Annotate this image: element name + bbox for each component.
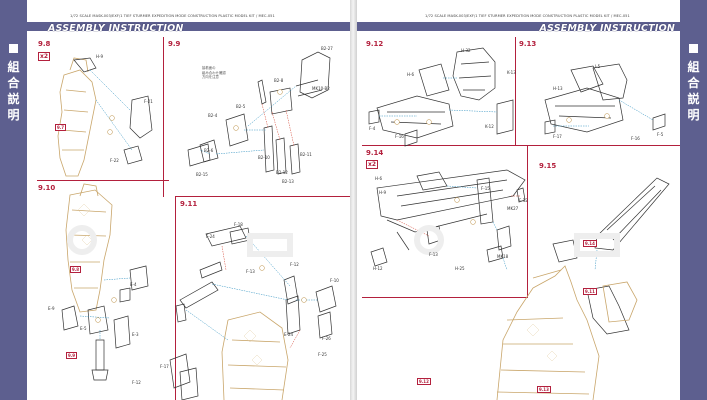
- step-label-9-13: 9.13: [519, 40, 537, 48]
- part-label: F-13: [246, 269, 255, 274]
- reference-tag: 9.14: [583, 240, 597, 247]
- tab-char: 合: [7, 76, 20, 90]
- tab-char: 説: [7, 92, 20, 106]
- side-tab-right: 組 合 説 明: [680, 0, 707, 400]
- step-label-9-9: 9.9: [168, 40, 181, 48]
- step-divider: [527, 145, 528, 297]
- count-badge: x2: [38, 52, 51, 61]
- part-label: E-9: [48, 306, 55, 311]
- tab-square-icon: [9, 44, 18, 53]
- tab-square-icon: [689, 44, 698, 53]
- part-label: E-4: [130, 282, 137, 287]
- part-label: F-5: [657, 132, 664, 137]
- header-bar: [357, 22, 680, 31]
- header-text: 1/72 SCALE MASK-003/EXF/1 TIEF STURMER E…: [425, 14, 630, 18]
- tab-char: 組: [7, 60, 20, 74]
- reference-tag: 9.7: [55, 124, 67, 131]
- part-label: F-12: [519, 198, 528, 203]
- part-label: MK27: [507, 206, 519, 211]
- header-text: 1/72 SCALE MASK-003/EXF/1 TIEF STURMER E…: [70, 14, 275, 18]
- part-label: F-21: [144, 99, 153, 104]
- part-label: H-6: [375, 176, 382, 181]
- header-bar: [27, 22, 350, 31]
- page-gutter: [350, 0, 357, 400]
- reference-tag: 9.12: [417, 378, 431, 385]
- part-label: F-13: [429, 252, 438, 257]
- part-label: F-24: [206, 234, 215, 239]
- part-label: MK10-B2: [312, 86, 330, 91]
- tab-char: 明: [7, 108, 20, 122]
- reference-tag: 9.8: [70, 266, 82, 273]
- left-page-illustration: [57, 51, 337, 400]
- right-page-illustration: [368, 47, 670, 400]
- right-page: 組 合 説 明 1/72 SCALE MASK-003/EXF/1 TIEF S…: [357, 0, 707, 400]
- step-divider: [362, 297, 528, 298]
- part-label: H-6: [407, 72, 414, 77]
- step-divider: [37, 180, 169, 181]
- part-label: F-12: [290, 262, 299, 267]
- part-label: B2-27: [321, 46, 333, 51]
- tab-char: 説: [687, 92, 700, 106]
- part-label: H-12: [373, 266, 383, 271]
- part-label: F-17: [553, 134, 562, 139]
- step-label-9-8: 9.8: [38, 40, 51, 48]
- part-label: F-25: [318, 352, 327, 357]
- tab-char: 組: [687, 60, 700, 74]
- step-label-9-11: 9.11: [180, 200, 198, 208]
- step-label-9-14: 9.14: [366, 149, 384, 157]
- part-label: F-10: [330, 278, 339, 283]
- part-label: H-9: [379, 190, 386, 195]
- part-label: B2-5: [236, 104, 246, 109]
- part-label: B2-8: [274, 78, 284, 83]
- part-label: F-15: [481, 186, 490, 191]
- part-label: F-16: [395, 134, 404, 139]
- step-divider: [175, 196, 350, 197]
- part-label: MK18: [497, 254, 509, 259]
- side-tab-left: 組 合 説 明: [0, 0, 27, 400]
- step-label-9-15: 9.15: [539, 162, 557, 170]
- tab-char: 合: [687, 76, 700, 90]
- part-label: B2-10: [258, 155, 270, 160]
- part-label: K-12: [485, 124, 494, 129]
- part-label: H-25: [455, 266, 465, 271]
- part-label: B2-6: [204, 148, 214, 153]
- part-label: H-13: [553, 86, 563, 91]
- page-title: ASSEMBLY INSTRUCTION: [539, 23, 675, 34]
- part-label: F-4: [369, 126, 376, 131]
- part-label: K-13: [507, 70, 516, 75]
- instruction-note: 接着面の 組み合わせ確認 方向を注意: [202, 66, 226, 79]
- part-label: F-26: [322, 336, 331, 341]
- step-divider: [527, 145, 680, 146]
- left-page: 組 合 説 明 1/72 SCALE MASK-003/EXF/1 TIEF S…: [0, 0, 350, 400]
- part-label: F-18: [234, 222, 243, 227]
- part-label: B2-4: [208, 113, 218, 118]
- part-label: I-5: [595, 64, 601, 69]
- part-label: E-24: [284, 332, 294, 337]
- step-divider: [362, 145, 527, 146]
- step-label-9-10: 9.10: [38, 184, 56, 192]
- part-label: E-3: [132, 332, 139, 337]
- step-label-9-12: 9.12: [366, 40, 384, 48]
- part-label: F-22: [110, 158, 119, 163]
- step-divider: [175, 196, 176, 400]
- step-divider: [515, 37, 516, 145]
- part-label: B2-13: [282, 179, 294, 184]
- step-divider: [163, 37, 164, 197]
- reference-tag: 9.13: [537, 386, 551, 393]
- part-label: B2-11: [300, 152, 312, 157]
- tab-char: 明: [687, 108, 700, 122]
- page-title: ASSEMBLY INSTRUCTION: [48, 23, 184, 34]
- reference-tag: 9.11: [583, 288, 597, 295]
- part-label: F-12: [132, 380, 141, 385]
- part-label: F-16: [631, 136, 640, 141]
- reference-tag: 9.9: [66, 352, 78, 359]
- part-label: E-5: [80, 326, 87, 331]
- part-label: F-17: [160, 364, 169, 369]
- count-badge: x2: [366, 160, 379, 169]
- part-label: B2-12: [276, 170, 288, 175]
- part-label: H-32: [461, 48, 471, 53]
- part-label: H-9: [96, 54, 103, 59]
- part-label: B2-15: [196, 172, 208, 177]
